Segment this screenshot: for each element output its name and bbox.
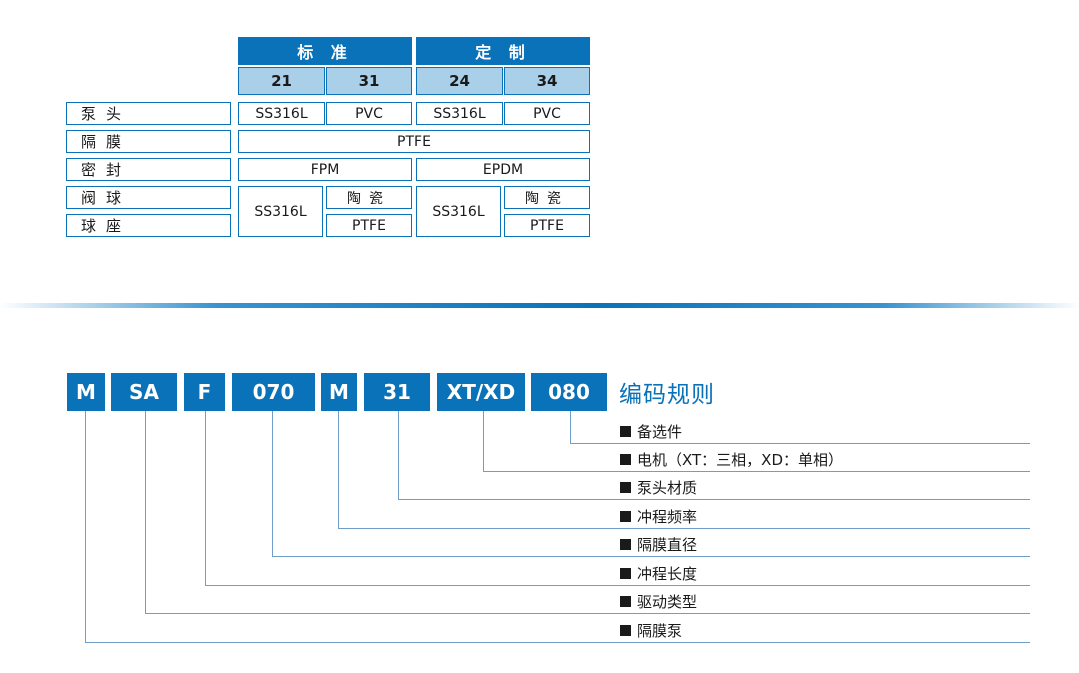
connector-vertical-070 <box>272 411 273 557</box>
row-label-seal: 密封 <box>66 158 231 181</box>
square-bullet-icon <box>620 567 631 579</box>
connector-vertical-31 <box>398 411 399 500</box>
connector-vertical-xt-xd <box>483 411 484 472</box>
legend-label: 隔膜泵 <box>637 621 683 640</box>
row-label-diaphragm: 隔膜 <box>66 130 231 153</box>
cell-seal-custom: EPDM <box>416 158 590 181</box>
row-label-pump-head: 泵头 <box>66 102 231 125</box>
cell-ball-seat-metal-custom: SS316L <box>416 186 501 237</box>
legend-item-pump-head-material: 泵头材质 <box>620 476 697 498</box>
connector-horizontal-m <box>85 642 1030 643</box>
connector-horizontal-080 <box>570 443 1030 444</box>
coding-rule-title: 编码规则 <box>619 382 715 408</box>
legend-label: 备选件 <box>637 422 683 441</box>
cell-valve-ball-standard: 陶瓷 <box>326 186 412 209</box>
connector-horizontal-f <box>205 585 1030 586</box>
code-box-sa: SA <box>111 373 177 411</box>
square-bullet-icon <box>620 510 631 522</box>
code-box-f: F <box>184 373 225 411</box>
cell-pump-head-31: PVC <box>326 102 412 125</box>
square-bullet-icon <box>620 481 631 493</box>
legend-label: 冲程长度 <box>637 564 698 583</box>
code-box-070: 070 <box>232 373 315 411</box>
cell-pump-head-34: PVC <box>504 102 590 125</box>
cell-pump-head-21: SS316L <box>238 102 325 125</box>
model-code-34: 34 <box>504 67 590 95</box>
row-label-valve-ball: 阀球 <box>66 186 231 209</box>
cell-ball-seat-standard: PTFE <box>326 214 412 237</box>
model-code-24: 24 <box>416 67 503 95</box>
code-box-xt-xd: XT/XD <box>437 373 525 411</box>
code-box-m: M <box>67 373 105 411</box>
legend-item-diaphragm-diameter: 隔膜直径 <box>620 533 697 555</box>
connector-horizontal-31 <box>398 499 1030 500</box>
cell-pump-head-24: SS316L <box>416 102 503 125</box>
square-bullet-icon <box>620 453 631 465</box>
legend-item-stroke-frequency: 冲程频率 <box>620 505 697 527</box>
connector-vertical-m2 <box>338 411 339 529</box>
divider-band <box>0 303 1079 308</box>
connector-vertical-f <box>205 411 206 586</box>
connector-horizontal-070 <box>272 556 1030 557</box>
square-bullet-icon <box>620 538 631 550</box>
square-bullet-icon <box>620 595 631 607</box>
legend-label: 泵头材质 <box>637 478 698 497</box>
connector-vertical-080 <box>570 411 571 444</box>
cell-diaphragm: PTFE <box>238 130 590 153</box>
connector-horizontal-sa <box>145 613 1030 614</box>
cell-ball-seat-metal-standard: SS316L <box>238 186 323 237</box>
model-code-31: 31 <box>326 67 412 95</box>
model-code-21: 21 <box>238 67 325 95</box>
legend-item-motor: 电机（XT：三相，XD：单相） <box>620 448 843 470</box>
header-standard: 标 准 <box>238 37 412 65</box>
cell-seal-standard: FPM <box>238 158 412 181</box>
row-label-ball-seat: 球座 <box>66 214 231 237</box>
header-custom: 定 制 <box>416 37 590 65</box>
connector-vertical-sa <box>145 411 146 614</box>
legend-label: 电机（XT：三相，XD：单相） <box>637 450 844 469</box>
legend-label: 隔膜直径 <box>637 535 698 554</box>
connector-vertical-m <box>85 411 86 643</box>
connector-horizontal-xt-xd <box>483 471 1030 472</box>
code-box-m2: M <box>321 373 357 411</box>
square-bullet-icon <box>620 425 631 437</box>
cell-ball-seat-custom: PTFE <box>504 214 590 237</box>
legend-label: 驱动类型 <box>637 592 698 611</box>
legend-item-diaphragm-pump: 隔膜泵 <box>620 619 682 641</box>
code-box-080: 080 <box>531 373 607 411</box>
connector-horizontal-m2 <box>338 528 1030 529</box>
cell-valve-ball-custom: 陶瓷 <box>504 186 590 209</box>
code-box-31: 31 <box>364 373 430 411</box>
legend-item-options: 备选件 <box>620 420 682 442</box>
legend-item-drive-type: 驱动类型 <box>620 590 697 612</box>
square-bullet-icon <box>620 624 631 636</box>
legend-label: 冲程频率 <box>637 507 698 526</box>
legend-item-stroke-length: 冲程长度 <box>620 562 697 584</box>
